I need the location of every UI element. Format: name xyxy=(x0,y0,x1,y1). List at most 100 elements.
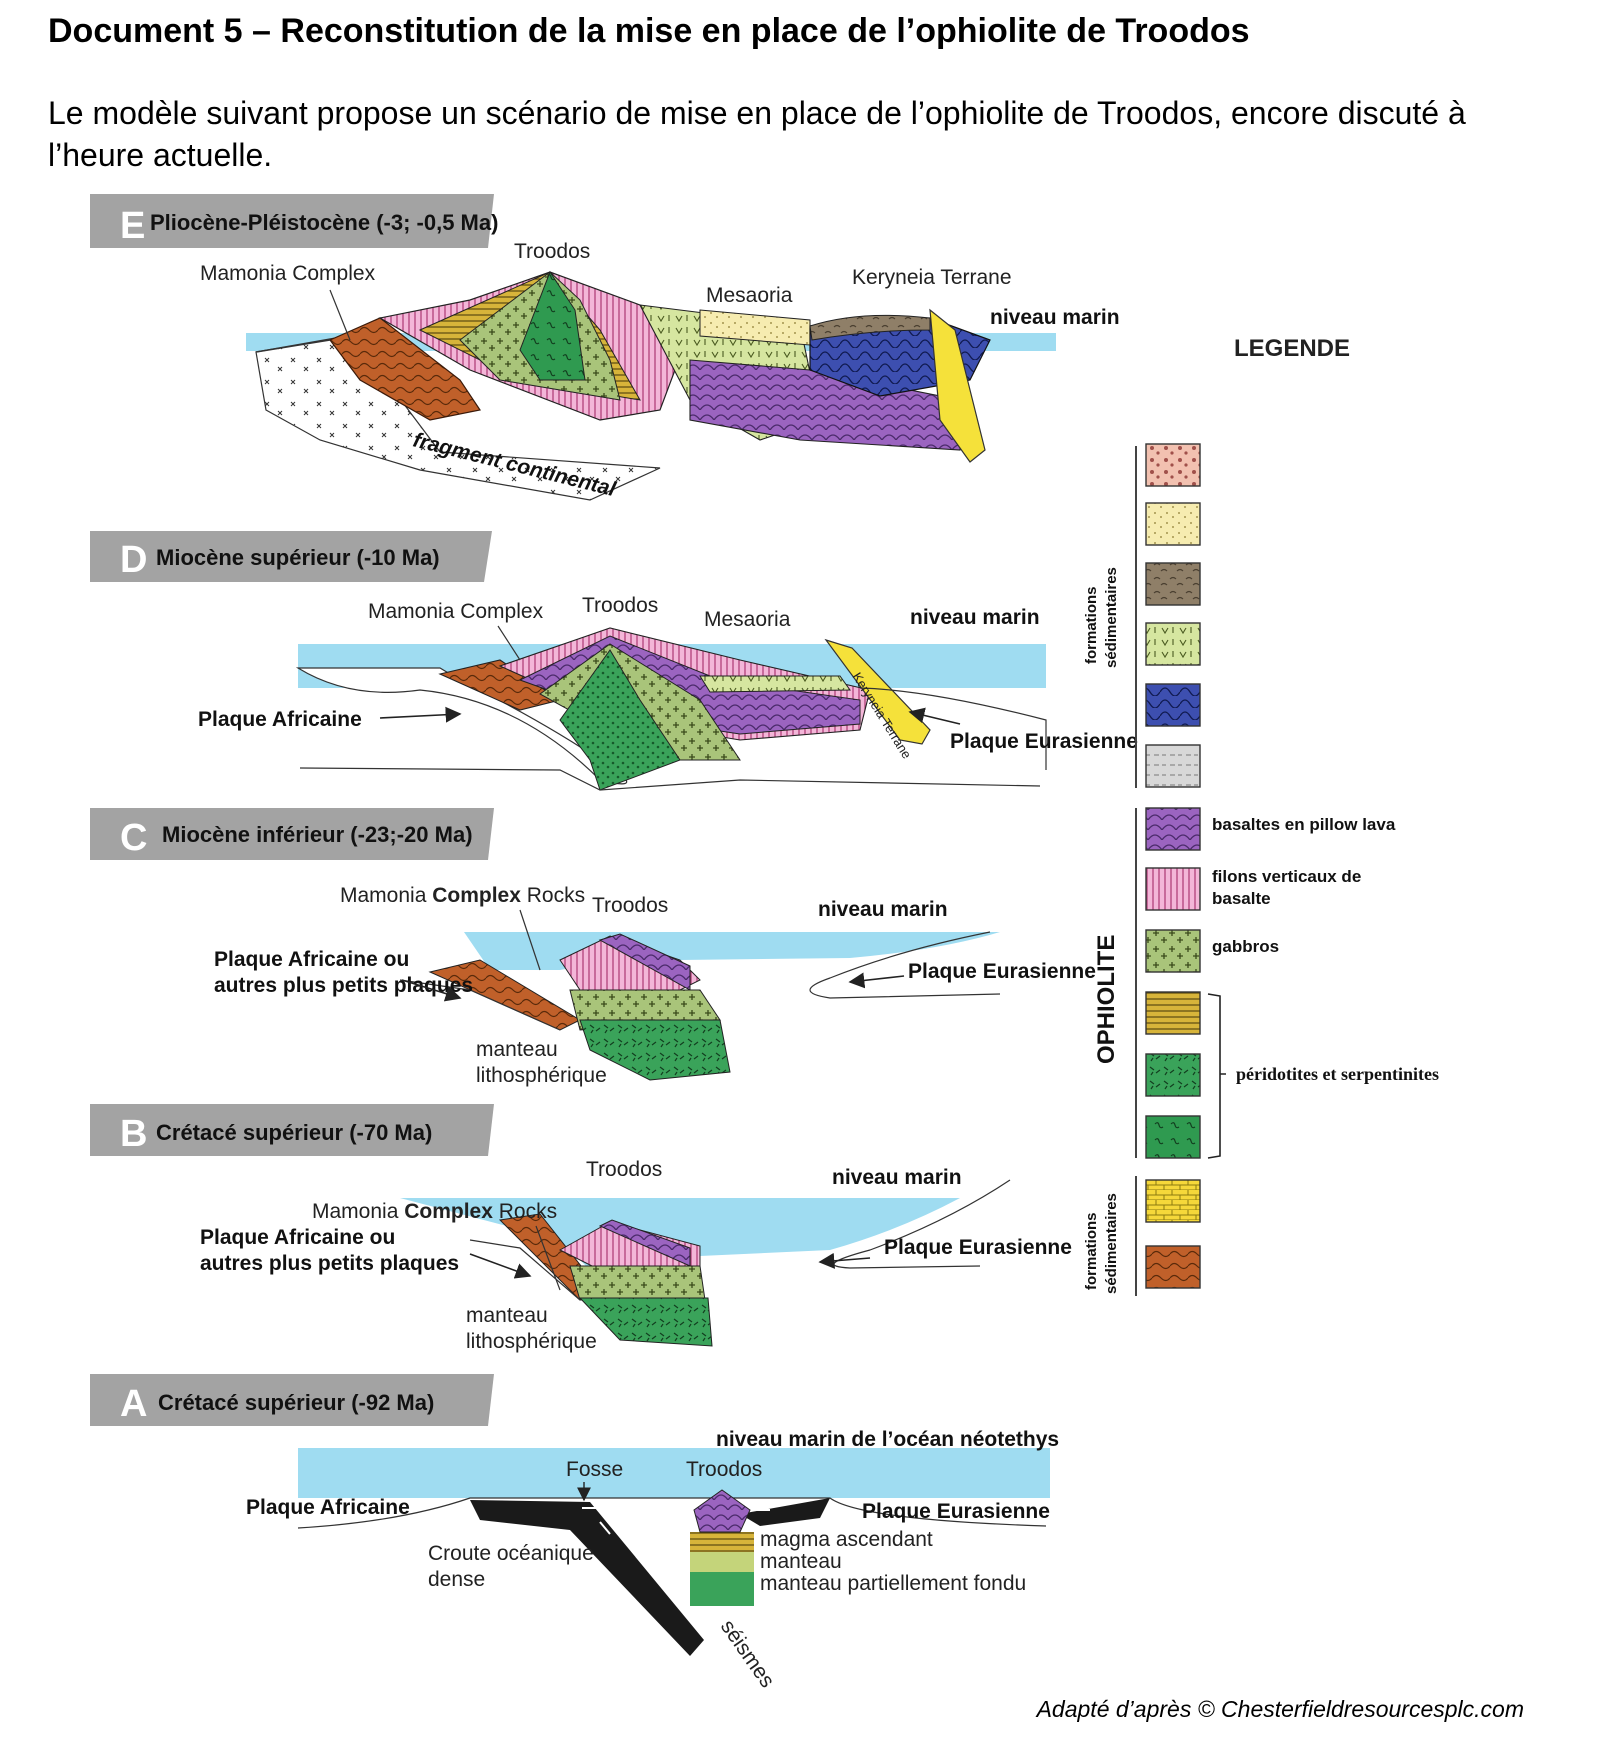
pillow-layer xyxy=(598,1219,691,1267)
label-a-africaine: Plaque Africaine xyxy=(246,1496,410,1519)
label-c-eurasienne: Plaque Eurasienne xyxy=(908,960,1096,983)
legend-swatch-filons xyxy=(1145,867,1201,911)
mesaoria-limestone xyxy=(699,675,851,693)
label-a-croute1: Croute océanique xyxy=(428,1542,594,1565)
legend-swatch-gabbros xyxy=(1145,929,1201,973)
legend-swatch-flysch xyxy=(1145,683,1201,727)
label-c-africaine2: autres plus petits plaques xyxy=(214,974,473,997)
label-c-troodos: Troodos xyxy=(592,894,668,917)
label-a-eurasienne: Plaque Eurasienne xyxy=(862,1500,1050,1523)
intro-paragraph: Le modèle suivant propose un scénario de… xyxy=(48,95,1466,173)
legend-swatch-mamonia xyxy=(1145,1245,1201,1289)
panel-a-header: A Crétacé supérieur (-92 Ma) xyxy=(90,1374,494,1426)
label-e-niveau: niveau marin xyxy=(990,306,1120,329)
label-e-kyrenia: Keryneia Terrane xyxy=(852,266,1012,289)
legend-gabbros-label: gabbros xyxy=(1212,937,1279,956)
label-a-magma: magma ascendant xyxy=(760,1528,933,1551)
label-b-eurasienne: Plaque Eurasienne xyxy=(884,1236,1072,1259)
label-c-manteau2: lithosphérique xyxy=(476,1064,607,1087)
marl-cap xyxy=(809,314,931,341)
label-b-troodos: Troodos xyxy=(586,1158,662,1181)
serpentinite-core xyxy=(519,270,586,381)
label-a-manteau: manteau xyxy=(760,1550,842,1573)
label-b-africaine2: autres plus petits plaques xyxy=(200,1252,459,1275)
legend-heading: LEGENDE xyxy=(1234,335,1350,362)
label-d-troodos: Troodos xyxy=(582,594,658,617)
panel-d-title: Miocène supérieur (-10 Ma) xyxy=(156,545,440,570)
label-d-mesaoria: Mesaoria xyxy=(704,608,791,631)
legend-peridotites-label: péridotites et serpentinites xyxy=(1236,1064,1439,1084)
label-a-niveau: niveau marin de l’océan néotethys xyxy=(716,1428,1059,1451)
peridotite-core xyxy=(559,649,681,791)
label-c-mamonia: Mamonia Complex Rocks xyxy=(340,884,585,907)
legend-swatch-sable xyxy=(1145,502,1201,546)
label-e-mamonia: Mamonia Complex xyxy=(200,262,376,285)
legend-swatch-serpentinite-1 xyxy=(1145,1053,1201,1097)
kyrenia-terrane xyxy=(929,308,986,463)
label-b-manteau2: lithosphérique xyxy=(466,1330,597,1353)
panel-a-title: Crétacé supérieur (-92 Ma) xyxy=(158,1390,434,1415)
legend-swatch-harzburgite xyxy=(1145,991,1201,1035)
label-d-africaine: Plaque Africaine xyxy=(198,708,362,731)
legend-swatch-calcaire-jaune xyxy=(1145,1179,1201,1223)
troodos-pillow xyxy=(693,1489,751,1533)
legend-swatch-craie xyxy=(1145,744,1201,788)
label-b-africaine1: Plaque Africaine ou xyxy=(200,1226,395,1249)
legend-sed-label-2b: sédimentaires xyxy=(1103,1193,1120,1294)
panel-b: B Crétacé supérieur (-70 Ma) Troodos niv… xyxy=(90,1104,1072,1353)
legend-filons-label-1: filons verticaux de xyxy=(1212,867,1361,886)
panel-d-header: D Miocène supérieur (-10 Ma) xyxy=(90,531,492,582)
legend-swatch-marne xyxy=(1145,562,1201,606)
panel-c-title: Miocène inférieur (-23;-20 Ma) xyxy=(162,822,473,847)
eurasian-crust xyxy=(740,1498,830,1526)
label-a-troodos: Troodos xyxy=(686,1458,762,1481)
label-d-eurasienne: Plaque Eurasienne xyxy=(950,730,1138,753)
legend-ophiolite-label: OPHIOLITE xyxy=(1093,935,1120,1064)
document-title: Document 5 – Reconstitution de la mise e… xyxy=(48,12,1250,50)
panel-c: C Miocène inférieur (-23;-20 Ma) Mamonia… xyxy=(90,808,1096,1087)
label-b-mamonia: Mamonia Complex Rocks xyxy=(312,1200,557,1223)
pillow-layer xyxy=(598,933,691,991)
label-a-seismes: séismes xyxy=(716,1616,779,1692)
panel-a-letter: A xyxy=(120,1383,147,1425)
legend-swatch-calcaire xyxy=(1145,622,1201,666)
label-b-niveau: niveau marin xyxy=(832,1166,962,1189)
label-c-manteau1: manteau xyxy=(476,1038,558,1061)
label-e-mesaoria: Mesaoria xyxy=(706,284,793,307)
panel-e: E Pliocène-Pléistocène (-3; -0,5 Ma) Mam… xyxy=(90,194,1120,501)
kyrenia-terrane xyxy=(824,638,931,745)
panel-c-letter: C xyxy=(120,817,147,859)
legend-swatch-conglomerat xyxy=(1145,443,1201,487)
legend-swatch-serpentinite-2 xyxy=(1145,1115,1201,1159)
legend-sed-label-1a: formations xyxy=(1083,586,1100,664)
peridotite-layer xyxy=(579,1019,731,1081)
panel-b-letter: B xyxy=(120,1113,147,1155)
panel-e-header: E Pliocène-Pléistocène (-3; -0,5 Ma) xyxy=(90,194,498,248)
panel-a: A Crétacé supérieur (-92 Ma) niveau mari… xyxy=(90,1374,1059,1692)
label-d-niveau: niveau marin xyxy=(910,606,1040,629)
label-d-mamonia: Mamonia Complex xyxy=(368,600,544,623)
legend-sed-label-2a: formations xyxy=(1083,1212,1100,1290)
legend-swatch-pillow xyxy=(1145,807,1201,851)
panel-b-header: B Crétacé supérieur (-70 Ma) xyxy=(90,1104,494,1156)
panel-d: D Miocène supérieur (-10 Ma) Mamonia Com… xyxy=(90,531,1138,791)
label-b-manteau1: manteau xyxy=(466,1304,548,1327)
sea xyxy=(298,1448,1050,1498)
partially-molten-mantle xyxy=(690,1572,754,1606)
legend: LEGENDE formations sédimentaires OPHIOLI… xyxy=(1083,335,1439,1296)
source-credit: Adapté d’après © Chesterfieldresourcespl… xyxy=(1036,1696,1524,1722)
mantle-zone xyxy=(690,1552,754,1572)
subducting-crust xyxy=(470,1500,704,1656)
panel-b-title: Crétacé supérieur (-70 Ma) xyxy=(156,1120,432,1145)
gabbro-layer xyxy=(569,1265,706,1301)
label-c-africaine1: Plaque Africaine ou xyxy=(214,948,409,971)
label-e-troodos: Troodos xyxy=(514,240,590,263)
label-a-manteau-fondu: manteau partiellement fondu xyxy=(760,1572,1026,1595)
label-a-croute2: dense xyxy=(428,1568,485,1591)
legend-filons-label-2: basalte xyxy=(1212,889,1271,908)
legend-bracket xyxy=(1207,993,1226,1159)
legend-pillow-label: basaltes en pillow lava xyxy=(1212,815,1396,834)
legend-sed-label-1b: sédimentaires xyxy=(1103,567,1120,668)
peridotite-layer xyxy=(578,1297,713,1347)
